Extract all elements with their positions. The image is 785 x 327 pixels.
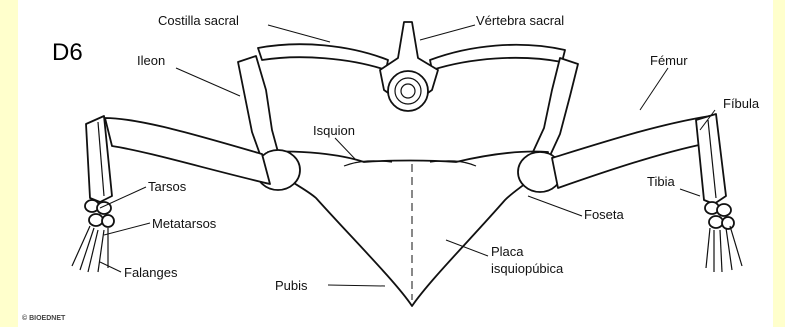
credit-text: © BIOEDNET [22,314,66,322]
label-vertebra-sacral: Vértebra sacral [476,13,564,28]
ischiopubic-plate [268,151,548,306]
label-fibula: Fíbula [723,96,760,111]
label-placa-line1: Placa [491,244,524,259]
sacral-rib-left [258,44,388,70]
label-tarsos: Tarsos [148,179,187,194]
femur-left [105,118,270,184]
ilium-left [238,56,278,160]
label-metatarsos: Metatarsos [152,216,217,231]
label-isquion: Isquion [313,123,355,138]
label-tibia: Tibia [647,174,675,189]
vertebral-centrum [388,71,428,111]
femur-right [552,116,714,188]
toes-right [706,226,742,272]
label-femur: Fémur [650,53,688,68]
label-falanges: Falanges [124,265,178,280]
label-foseta: Foseta [584,207,625,222]
sacral-rib-right [430,45,565,70]
panel-id: D6 [52,39,83,66]
skeleton-drawing [72,22,742,306]
tibiofibula-right [696,114,726,204]
label-ileon: Ileon [137,53,165,68]
ilium-right [532,58,578,160]
tarsals-right [705,202,734,229]
toes-left [72,226,108,272]
label-costilla-sacral: Costilla sacral [158,13,239,28]
label-placa-line2: isquiopúbica [491,261,564,276]
label-pubis: Pubis [275,278,308,293]
